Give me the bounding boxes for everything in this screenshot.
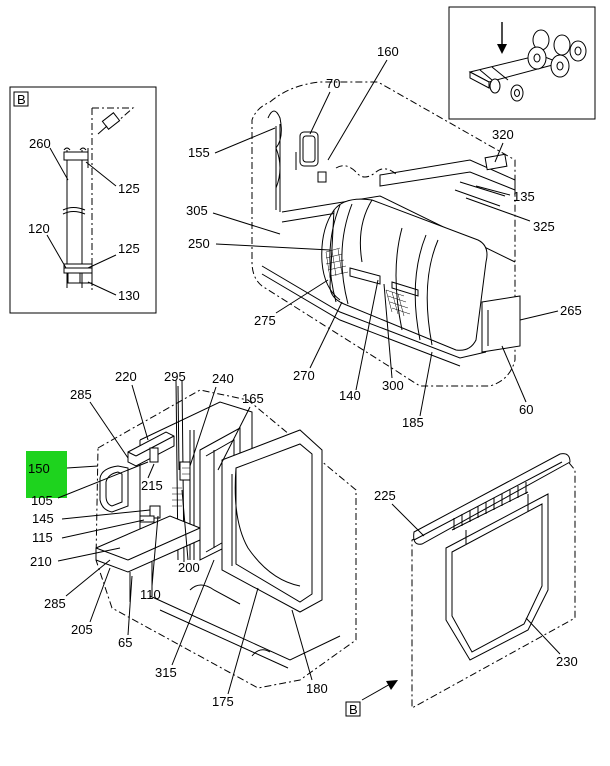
sleeper-bunk-view: 160 70 155 320 135 305 325 250 265 275 2… (186, 44, 582, 430)
panel-b-view: 225 230 B (345, 453, 578, 717)
callout-60: 60 (519, 402, 533, 417)
callout-145: 145 (32, 511, 54, 526)
cabinet-wall-view: 220 295 240 285 165 150 215 105 145 115 … (26, 369, 357, 709)
callout-285-bottom: 285 (44, 596, 66, 611)
storage-net-right (385, 289, 411, 317)
callout-315: 315 (155, 665, 177, 680)
callout-185: 185 (402, 415, 424, 430)
callout-160: 160 (377, 44, 399, 59)
callout-240: 240 (212, 371, 234, 386)
callout-125-top: 125 (118, 181, 140, 196)
callout-270: 270 (293, 368, 315, 383)
callout-295: 295 (164, 369, 186, 384)
storage-net-left (325, 247, 349, 279)
callout-135: 135 (513, 189, 535, 204)
callout-180: 180 (306, 681, 328, 696)
callout-305: 305 (186, 203, 208, 218)
callout-300: 300 (382, 378, 404, 393)
callout-200: 200 (178, 560, 200, 575)
callout-165: 165 (242, 391, 264, 406)
callout-120: 120 (28, 221, 50, 236)
detail-b-tag: B (17, 92, 26, 107)
callout-105: 105 (31, 493, 53, 508)
callout-115: 115 (32, 530, 53, 545)
callout-260: 260 (29, 136, 51, 151)
locator-frame (448, 6, 596, 120)
callout-230: 230 (556, 654, 578, 669)
truck-chassis-locator-icon (468, 22, 587, 102)
callout-250: 250 (188, 236, 210, 251)
callout-175: 175 (212, 694, 234, 709)
callout-110: 110 (140, 587, 161, 602)
callout-325: 325 (533, 219, 555, 234)
callout-225: 225 (374, 488, 396, 503)
locator-inset (448, 6, 596, 120)
ref-b-tag-box (345, 701, 361, 717)
callout-140: 140 (339, 388, 361, 403)
callout-220: 220 (115, 369, 137, 384)
callout-285-top: 285 (70, 387, 92, 402)
callout-155: 155 (188, 145, 210, 160)
diagonal-arrow-icon (361, 680, 398, 701)
callout-70: 70 (326, 76, 340, 91)
callout-320: 320 (492, 127, 514, 142)
callout-130: 130 (118, 288, 140, 303)
callout-125-bottom: 125 (118, 241, 140, 256)
detail-b-frame (9, 86, 157, 314)
detail-b-tag-box (13, 91, 29, 107)
callout-215: 215 (141, 478, 163, 493)
callout-210: 210 (30, 554, 52, 569)
detail-b-inset: B 260 125 120 125 130 (9, 86, 157, 314)
ref-b-tag: B (349, 702, 358, 717)
callout-150-highlight (26, 451, 67, 498)
callout-275: 275 (254, 313, 276, 328)
callout-265: 265 (560, 303, 582, 318)
callout-205: 205 (71, 622, 93, 637)
callout-65: 65 (118, 635, 132, 650)
callout-150: 150 (28, 461, 50, 476)
vent-fins (451, 482, 529, 531)
